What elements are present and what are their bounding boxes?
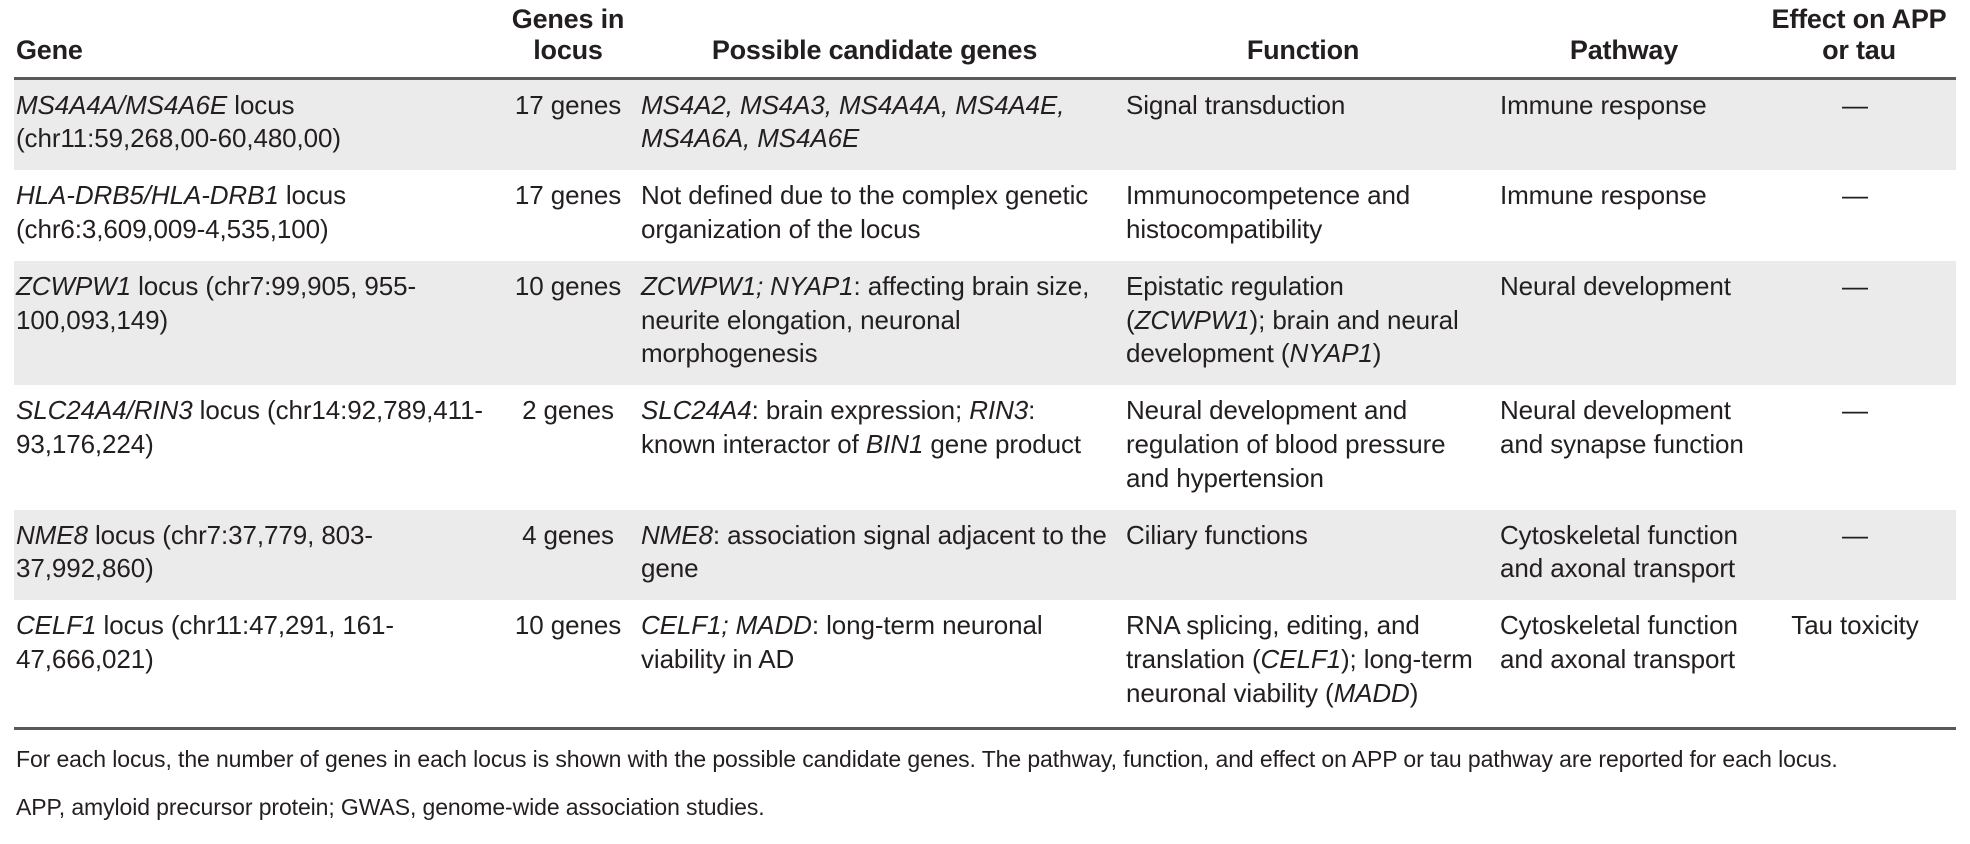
gene-locus-table: Gene Genes in locus Possible candidate g…	[14, 0, 1956, 727]
cell-genes-in-locus: 10 genes	[509, 260, 637, 386]
table-row: SLC24A4/RIN3 locus (chr14:92,789,411-93,…	[14, 385, 1956, 510]
table-bottom-rule	[14, 726, 1956, 730]
cell-effect-on-app-or-tau: Tau toxicity	[1764, 600, 1956, 727]
cell-effect-on-app-or-tau: —	[1764, 509, 1956, 601]
footnote-description: For each locus, the number of genes in e…	[16, 745, 1838, 772]
cell-genes-in-locus: 10 genes	[509, 600, 637, 727]
cell-gene: NME8 locus (chr7:37,779, 803-37,992,860)	[14, 509, 509, 601]
table-body: MS4A4A/MS4A6E locus (chr11:59,268,00-60,…	[14, 78, 1956, 727]
table-row: MS4A4A/MS4A6E locus (chr11:59,268,00-60,…	[14, 78, 1956, 171]
cell-pathway: Immune response	[1494, 170, 1764, 261]
cell-gene: ZCWPW1 locus (chr7:99,905, 955-100,093,1…	[14, 260, 509, 386]
column-header-gene: Gene	[14, 0, 509, 80]
table-row: ZCWPW1 locus (chr7:99,905, 955-100,093,1…	[14, 260, 1956, 386]
cell-candidate-genes: SLC24A4: brain expression; RIN3: known i…	[637, 385, 1122, 510]
cell-candidate-genes: CELF1; MADD: long-term neuronal viabilit…	[637, 600, 1122, 727]
table-row: CELF1 locus (chr11:47,291, 161-47,666,02…	[14, 600, 1956, 727]
table-row: NME8 locus (chr7:37,779, 803-37,992,860)…	[14, 509, 1956, 601]
cell-function: Ciliary functions	[1122, 509, 1494, 601]
cell-genes-in-locus: 4 genes	[509, 509, 637, 601]
cell-genes-in-locus: 17 genes	[509, 78, 637, 171]
table-header: Gene Genes in locus Possible candidate g…	[14, 0, 1956, 80]
column-header-pathway: Pathway	[1494, 0, 1764, 80]
cell-effect-on-app-or-tau: —	[1764, 78, 1956, 171]
cell-function: RNA splicing, editing, and translation (…	[1122, 600, 1494, 727]
gene-locus-table-container: Gene Genes in locus Possible candidate g…	[14, 0, 1956, 727]
table-footnotes: For each locus, the number of genes in e…	[0, 730, 1938, 824]
cell-effect-on-app-or-tau: —	[1764, 170, 1956, 261]
column-header-function: Function	[1122, 0, 1494, 80]
cell-pathway: Neural development and synapse function	[1494, 385, 1764, 510]
cell-function: Epistatic regulation (ZCWPW1); brain and…	[1122, 260, 1494, 386]
cell-function: Neural development and regulation of blo…	[1122, 385, 1494, 510]
cell-effect-on-app-or-tau: —	[1764, 385, 1956, 510]
cell-function: Signal transduction	[1122, 78, 1494, 171]
cell-genes-in-locus: 2 genes	[509, 385, 637, 510]
cell-gene: SLC24A4/RIN3 locus (chr14:92,789,411-93,…	[14, 385, 509, 510]
cell-function: Immunocompetence and histocompatibility	[1122, 170, 1494, 261]
cell-genes-in-locus: 17 genes	[509, 170, 637, 261]
cell-pathway: Cytoskeletal function and axonal transpo…	[1494, 509, 1764, 601]
cell-pathway: Neural development	[1494, 260, 1764, 386]
column-header-effect: Effect on APP or tau	[1764, 0, 1956, 80]
cell-gene: CELF1 locus (chr11:47,291, 161-47,666,02…	[14, 600, 509, 727]
cell-candidate-genes: NME8: association signal adjacent to the…	[637, 509, 1122, 601]
cell-candidate-genes: MS4A2, MS4A3, MS4A4A, MS4A4E, MS4A6A, MS…	[637, 78, 1122, 171]
column-header-genes-in-locus: Genes in locus	[509, 0, 637, 80]
cell-pathway: Immune response	[1494, 78, 1764, 171]
cell-gene: HLA-DRB5/HLA-DRB1 locus (chr6:3,609,009-…	[14, 170, 509, 261]
cell-effect-on-app-or-tau: —	[1764, 260, 1956, 386]
table-row: HLA-DRB5/HLA-DRB1 locus (chr6:3,609,009-…	[14, 170, 1956, 261]
column-header-candidate-genes: Possible candidate genes	[637, 0, 1122, 80]
cell-candidate-genes: Not defined due to the complex genetic o…	[637, 170, 1122, 261]
cell-candidate-genes: ZCWPW1; NYAP1: affecting brain size, neu…	[637, 260, 1122, 386]
footnote-abbreviations: APP, amyloid precursor protein; GWAS, ge…	[16, 794, 765, 821]
cell-pathway: Cytoskeletal function and axonal transpo…	[1494, 600, 1764, 727]
cell-gene: MS4A4A/MS4A6E locus (chr11:59,268,00-60,…	[14, 78, 509, 171]
